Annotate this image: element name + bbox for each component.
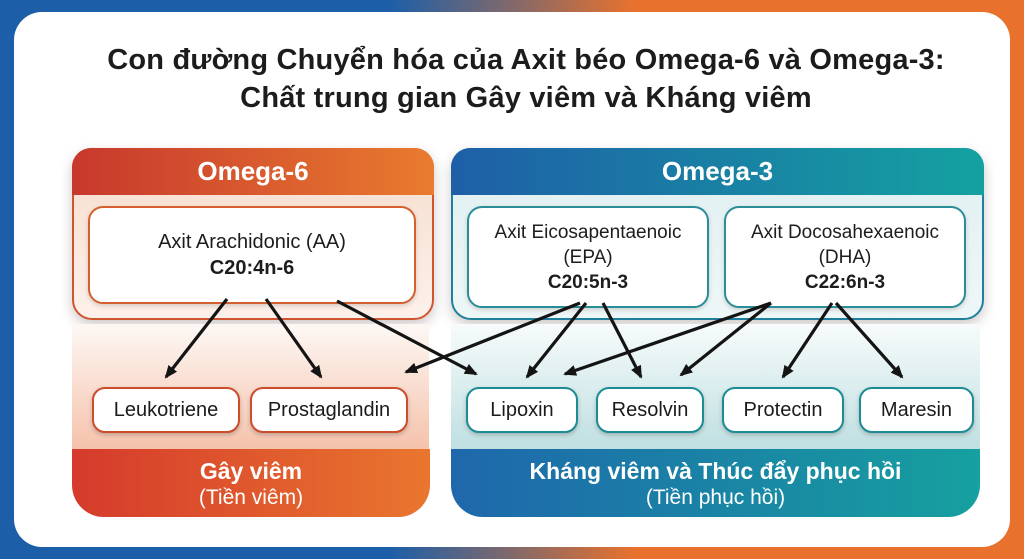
omega6-group: Omega-6 Axit Arachidonic (AA) C20:4n-6 [72,148,434,320]
epa-abbr: (EPA) [563,246,613,268]
page-title: Con đường Chuyển hóa của Axit béo Omega-… [14,41,1024,117]
antiinflammatory-band: Kháng viêm và Thúc đẩy phục hồi (Tiền ph… [451,449,980,517]
pill-prostaglandin: Prostaglandin [250,387,408,433]
dha-name: Axit Docosahexaenoic [751,221,939,243]
pill-protectin: Protectin [722,387,844,433]
dha-formula: C22:6n-3 [804,271,886,293]
aa-formula: C20:4n-6 [209,257,295,279]
page-title-line1: Con đường Chuyển hóa của Axit béo Omega-… [107,44,945,76]
page-title-line2: Chất trung gian Gây viêm và Kháng viêm [240,82,812,114]
omega6-header: Omega-6 [72,148,434,195]
dha-compound-box: Axit Docosahexaenoic (DHA) C22:6n-3 [724,206,966,308]
pill-resolvin: Resolvin [596,387,704,433]
epa-name: Axit Eicosapentaenoic [494,221,682,243]
aa-compound-box: Axit Arachidonic (AA) C20:4n-6 [88,206,416,304]
omega3-group: Omega-3 Axit Eicosapentaenoic (EPA) C20:… [451,148,984,320]
infographic-card: Con đường Chuyển hóa của Axit béo Omega-… [14,12,1010,547]
pill-maresin: Maresin [859,387,974,433]
proinflammatory-label: Gây viêm [199,457,303,484]
epa-formula: C20:5n-3 [547,271,629,293]
antiinflammatory-sublabel: (Tiền phục hồi) [645,485,786,509]
pill-lipoxin: Lipoxin [466,387,578,433]
proinflammatory-band: Gây viêm (Tiền viêm) [72,449,430,517]
proinflammatory-sublabel: (Tiền viêm) [198,485,304,509]
epa-compound-box: Axit Eicosapentaenoic (EPA) C20:5n-3 [467,206,709,308]
dha-abbr: (DHA) [818,246,872,268]
pill-leukotriene: Leukotriene [92,387,240,433]
omega3-header: Omega-3 [451,148,984,195]
antiinflammatory-label: Kháng viêm và Thúc đẩy phục hồi [529,457,902,484]
aa-name: Axit Arachidonic (AA) [158,231,346,253]
